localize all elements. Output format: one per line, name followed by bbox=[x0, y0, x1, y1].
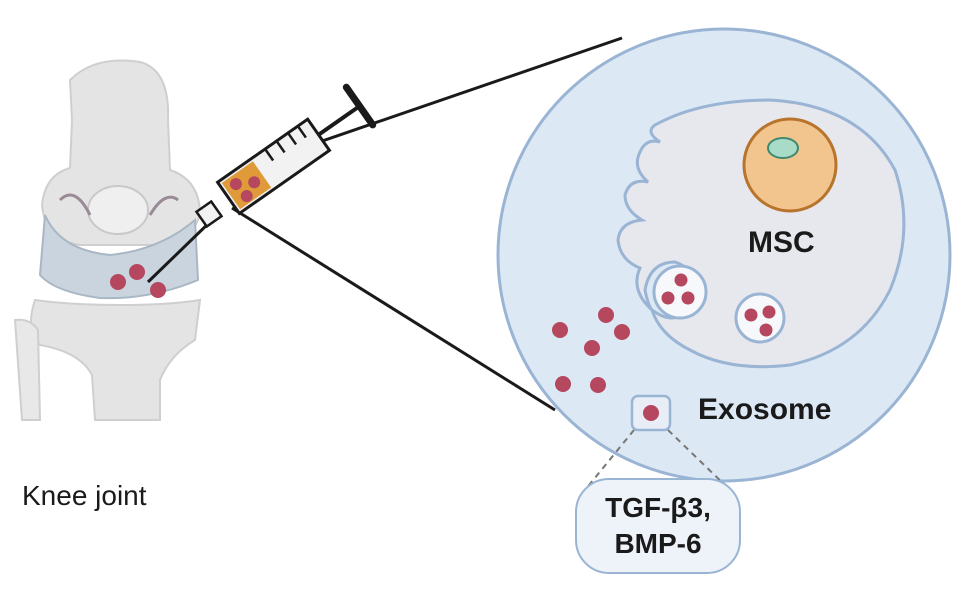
plunger-handle bbox=[342, 83, 377, 129]
tibia bbox=[30, 298, 202, 421]
barrel-tick bbox=[296, 125, 307, 139]
exosome-dot bbox=[590, 377, 606, 393]
patella bbox=[87, 185, 149, 235]
vesicle-exosome-dot bbox=[759, 323, 773, 337]
fibula bbox=[13, 318, 42, 421]
exosome-dot bbox=[614, 324, 630, 340]
exosome-dot bbox=[555, 376, 571, 392]
nucleolus bbox=[767, 137, 799, 159]
barrel-tick bbox=[286, 132, 298, 146]
syringe-exosome-dot bbox=[248, 176, 261, 189]
vesicle-exosome-dot bbox=[762, 305, 776, 319]
exosome-dot bbox=[584, 340, 600, 356]
ligament bbox=[148, 195, 179, 216]
plunger-rod bbox=[317, 104, 361, 137]
msc-cell-icon bbox=[616, 98, 906, 369]
exosome-dot bbox=[598, 307, 614, 323]
multivesicular-body bbox=[734, 292, 786, 344]
syringe-icon bbox=[146, 83, 377, 284]
cargo-dash-left bbox=[584, 429, 635, 491]
multivesicular-body bbox=[652, 264, 708, 320]
barrel-tick bbox=[275, 140, 286, 154]
syringe-hub bbox=[194, 199, 224, 229]
vesicle-exosome-dot bbox=[681, 291, 695, 305]
highlighted-exosome-dot bbox=[643, 405, 659, 421]
vesicle-exosome-dot bbox=[744, 308, 758, 322]
syringe-exosome-dot bbox=[229, 178, 242, 191]
nucleus-icon bbox=[742, 117, 838, 213]
msc-label: MSC bbox=[748, 226, 815, 259]
syringe-fluid bbox=[221, 161, 272, 210]
cartilage bbox=[38, 214, 200, 300]
syringe-exosome-dot bbox=[240, 190, 253, 203]
joint-exosome-dot bbox=[110, 274, 126, 290]
joint-exosome-dot bbox=[150, 282, 166, 298]
released-exosomes bbox=[552, 307, 630, 393]
cargo-line-2: BMP-6 bbox=[614, 528, 702, 559]
joint-exosome-dot bbox=[129, 264, 145, 280]
exosome-label: Exosome bbox=[698, 393, 832, 426]
cargo-line-1: TGF-β3, bbox=[605, 492, 711, 523]
vesicle-exosome-dot bbox=[674, 273, 688, 287]
exosome-dot bbox=[552, 322, 568, 338]
needle-icon bbox=[146, 218, 214, 284]
knee-joint-icon bbox=[13, 59, 202, 421]
vesicle-exosome-dot bbox=[661, 291, 675, 305]
ligament bbox=[58, 193, 92, 216]
zoom-line-bottom bbox=[231, 206, 556, 412]
exosome-cargo-box: TGF-β3, BMP-6 bbox=[575, 478, 741, 574]
barrel-tick bbox=[264, 148, 275, 162]
knee-joint-label: Knee joint bbox=[22, 480, 147, 511]
